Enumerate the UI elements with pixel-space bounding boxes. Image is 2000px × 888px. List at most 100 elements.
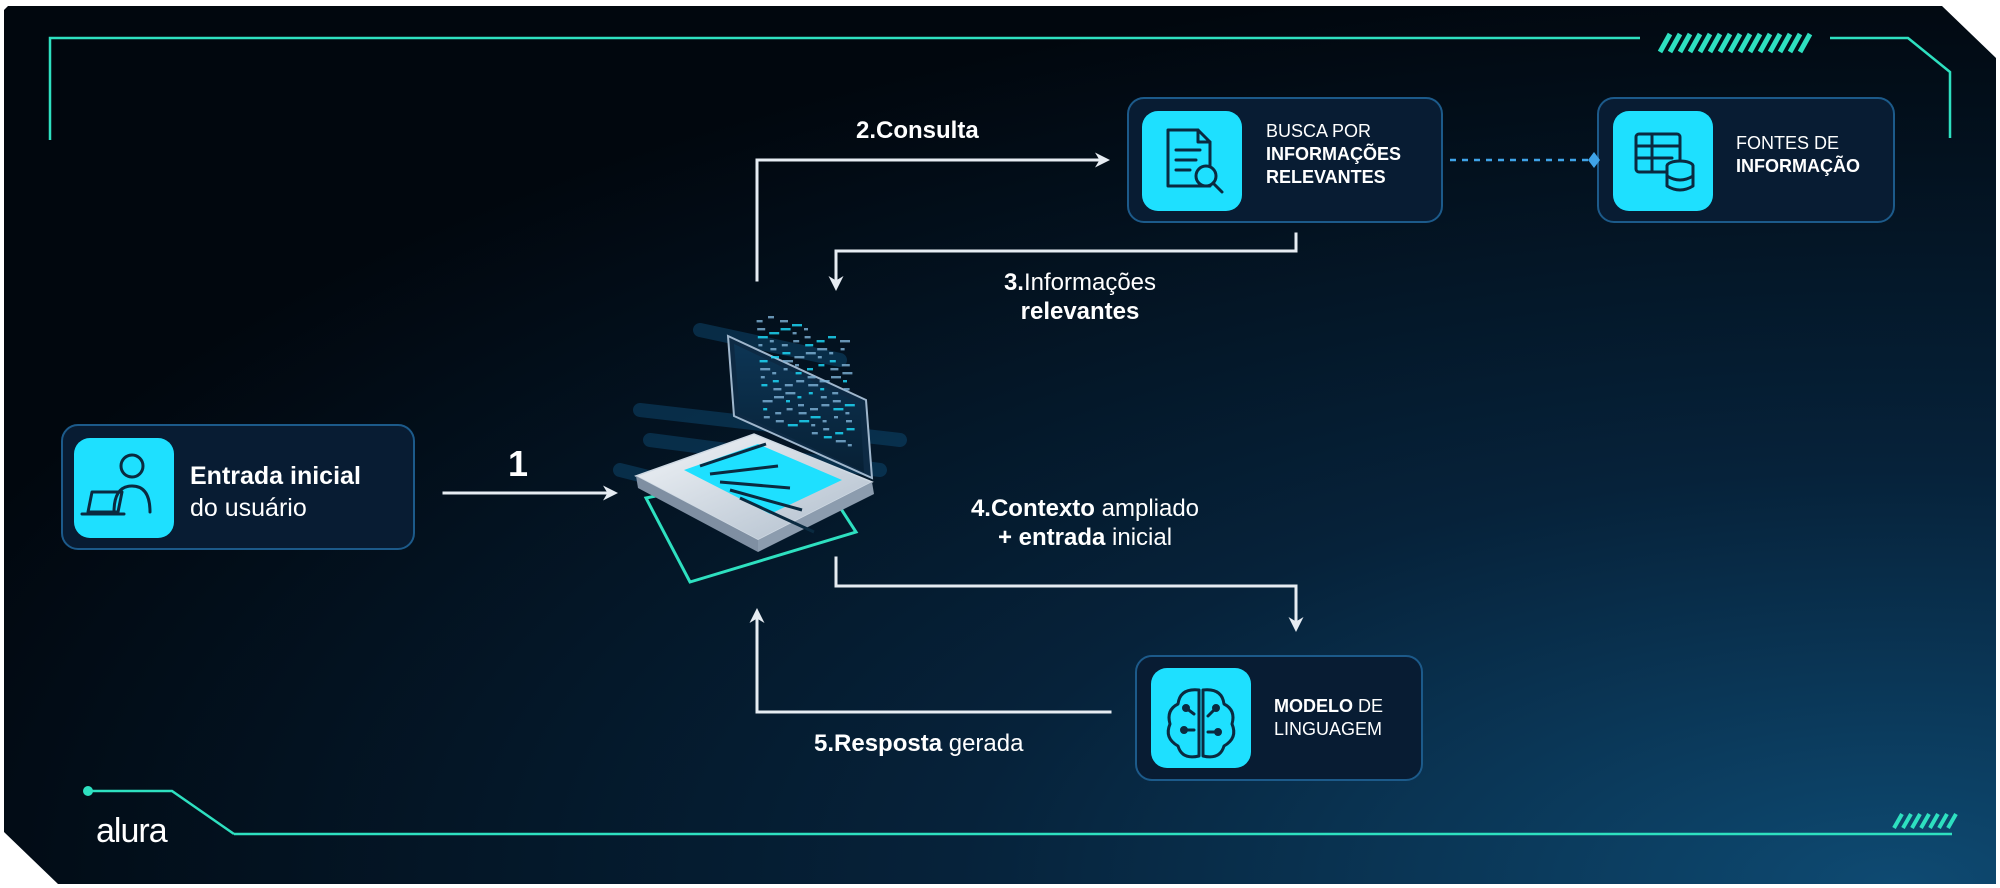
- code-glyph: [784, 384, 793, 387]
- hatch-stripe: [1777, 32, 1793, 54]
- step5-label: 5.Resposta gerada: [814, 729, 1023, 758]
- code-glyph: [782, 352, 791, 355]
- step5-rest: gerada: [942, 730, 1024, 757]
- step1-label: 1: [508, 442, 528, 486]
- code-glyph: [798, 412, 807, 415]
- code-glyph: [821, 404, 830, 407]
- code-glyph: [841, 364, 850, 367]
- code-glyph: [783, 360, 793, 363]
- hatch-stripe: [1797, 32, 1813, 54]
- code-glyph: [761, 384, 768, 387]
- step3-label: 3.Informações relevantes: [980, 268, 1180, 327]
- code-glyph: [833, 408, 844, 411]
- code-glyph: [795, 364, 799, 367]
- code-glyph: [808, 384, 819, 387]
- model-card-line1-rest: DE: [1353, 696, 1384, 716]
- code-glyph: [798, 404, 804, 407]
- hatch-stripe: [1737, 32, 1753, 54]
- code-glyph: [820, 388, 825, 391]
- step4-line1-bold: 4.Contexto: [970, 495, 1095, 522]
- code-glyph: [760, 376, 765, 379]
- hatch-stripe: [1901, 813, 1913, 829]
- code-glyph: [828, 336, 836, 339]
- code-glyph: [846, 428, 855, 431]
- alura-logo: alura: [96, 812, 168, 850]
- code-glyph: [804, 328, 808, 331]
- code-glyph: [786, 400, 790, 403]
- model-card-text: MODELO DE LINGUAGEM: [1274, 695, 1383, 741]
- hatch-stripe: [1657, 32, 1673, 54]
- code-glyph: [834, 416, 838, 419]
- code-glyph: [758, 344, 763, 347]
- arrow-step2: [755, 152, 1110, 282]
- code-glyph: [810, 416, 821, 419]
- code-glyph: [811, 424, 816, 427]
- code-glyph: [792, 324, 802, 327]
- code-glyph: [794, 356, 805, 359]
- code-glyph: [843, 388, 850, 391]
- sources-icon-tile: [1613, 111, 1713, 211]
- code-glyph: [768, 316, 774, 319]
- code-glyph: [775, 412, 782, 415]
- code-glyph: [772, 380, 779, 383]
- step3-line1: Informações: [1023, 269, 1157, 296]
- keyboard-row: [719, 480, 791, 490]
- arrow-step3: [828, 232, 1298, 291]
- code-glyph: [846, 420, 852, 423]
- hatch-stripe: [1667, 32, 1683, 54]
- code-glyph: [769, 340, 774, 343]
- code-glyph: [785, 392, 796, 395]
- code-glyph: [808, 392, 813, 395]
- brain-circuit-icon: [1166, 688, 1236, 759]
- step4-line2-bold: + entrada: [997, 524, 1106, 552]
- hatch-stripe: [1892, 813, 1904, 829]
- code-glyph: [759, 360, 768, 363]
- code-glyph: [775, 420, 784, 423]
- code-glyph: [829, 352, 834, 355]
- code-glyph: [819, 380, 830, 383]
- model-card-line2: LINGUAGEM: [1274, 719, 1383, 740]
- hatch-stripe: [1910, 813, 1922, 829]
- model-card-line1-bold: MODELO: [1274, 696, 1353, 716]
- step4-label: 4.Contexto ampliado + entrada inicial: [940, 494, 1230, 553]
- step1-number: 1: [508, 443, 529, 484]
- laptop-base-edge: [636, 476, 758, 552]
- user-input-title: Entrada inicial: [190, 462, 361, 490]
- frame-decoration: [48, 36, 1952, 836]
- code-glyph: [807, 368, 813, 371]
- code-glyph: [773, 388, 782, 391]
- code-glyph: [780, 320, 788, 323]
- sources-card-text: FONTES DE INFORMAÇÃO: [1736, 132, 1860, 178]
- hatch-stripe: [1757, 32, 1773, 54]
- step5-bold: 5.Resposta: [814, 730, 943, 757]
- code-glyph: [832, 400, 841, 403]
- code-glyph: [783, 368, 788, 371]
- light-streak: [693, 323, 847, 367]
- code-glyph: [807, 376, 816, 379]
- code-glyph: [823, 436, 832, 439]
- code-glyph: [786, 408, 793, 411]
- keyboard-rows: [699, 442, 815, 534]
- code-glyph: [805, 352, 816, 355]
- code-glyph: [756, 320, 763, 323]
- code-glyph: [820, 396, 827, 399]
- hatch-stripe: [1707, 32, 1723, 54]
- code-glyph: [793, 340, 800, 343]
- code-glyph: [843, 380, 847, 383]
- hatch-stripe: [1767, 32, 1783, 54]
- code-glyph: [829, 360, 836, 363]
- hatch-stripe: [1946, 813, 1958, 829]
- code-glyph: [799, 420, 810, 423]
- document-search-icon: [1166, 128, 1224, 194]
- flow-arrows: [442, 152, 1304, 714]
- sources-card-line2: INFORMAÇÃO: [1736, 156, 1860, 177]
- arrow-step4: [834, 556, 1304, 632]
- code-glyph: [831, 376, 841, 379]
- code-glyph: [771, 356, 779, 359]
- hatch-stripe: [1697, 32, 1713, 54]
- code-glyph: [817, 348, 828, 351]
- hatch-stripe: [1677, 32, 1693, 54]
- code-glyph: [811, 432, 818, 435]
- code-glyph: [804, 336, 811, 339]
